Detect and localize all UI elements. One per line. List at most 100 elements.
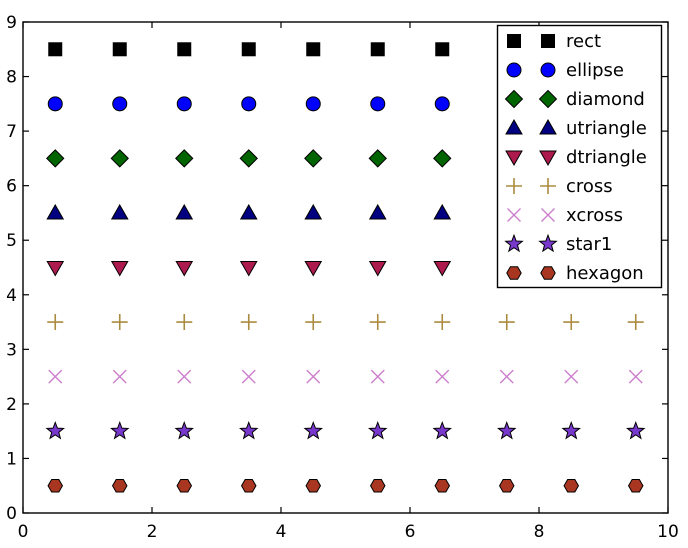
square-marker <box>435 42 450 57</box>
square-marker <box>306 42 321 57</box>
y-tick-label: 1 <box>6 449 17 469</box>
star-marker <box>432 420 452 440</box>
hexagon-marker <box>434 478 451 493</box>
triangle-up-marker <box>175 203 194 220</box>
y-tick-label: 3 <box>6 340 17 360</box>
hexagon-marker <box>305 478 322 493</box>
x-marker <box>541 208 555 222</box>
legend-entry-dtriangle: dtriangle <box>505 147 647 168</box>
series-cross <box>47 314 644 331</box>
square-marker <box>112 42 127 57</box>
plus-marker <box>540 178 556 194</box>
square-marker <box>370 42 385 57</box>
x-marker <box>241 369 256 384</box>
circle-marker <box>506 62 522 78</box>
diamond-marker <box>46 149 65 168</box>
triangle-down-marker <box>239 261 258 277</box>
y-tick-label: 9 <box>6 13 17 33</box>
legend-label: xcross <box>566 205 623 226</box>
y-tick-label: 7 <box>6 122 17 142</box>
triangle-down-marker <box>175 261 194 277</box>
legend-label: diamond <box>566 89 645 110</box>
x-marker <box>177 369 192 384</box>
x-tick-label: 0 <box>18 522 29 542</box>
legend-label: star1 <box>566 234 612 255</box>
diamond-marker <box>304 149 323 168</box>
triangle-up-marker <box>239 203 258 220</box>
triangle-up-marker <box>539 118 557 135</box>
y-tick-label: 5 <box>6 231 17 251</box>
plus-marker <box>627 314 644 331</box>
hexagon-marker <box>506 266 522 280</box>
hexagon-marker <box>627 478 644 493</box>
triangle-down-marker <box>46 261 65 277</box>
triangle-down-marker <box>505 150 523 167</box>
square-marker <box>507 34 521 48</box>
triangle-down-marker <box>539 150 557 167</box>
star-marker <box>239 420 259 440</box>
star-marker <box>497 420 517 440</box>
plus-marker <box>434 314 451 331</box>
star-marker <box>45 420 65 440</box>
star-marker <box>504 233 524 253</box>
square-marker <box>48 42 63 57</box>
legend-label: ellipse <box>566 60 624 81</box>
diamond-marker <box>504 89 524 109</box>
hexagon-marker <box>240 478 257 493</box>
y-tick-label: 0 <box>6 504 17 524</box>
legend-entry-hexagon: hexagon <box>506 263 644 284</box>
x-marker <box>507 208 521 222</box>
triangle-up-marker <box>110 203 129 220</box>
triangle-up-marker <box>505 118 523 135</box>
triangle-down-marker <box>304 261 323 277</box>
star-marker <box>561 420 581 440</box>
x-tick-label: 4 <box>276 522 287 542</box>
diamond-marker <box>175 149 194 168</box>
plus-marker <box>305 314 322 331</box>
triangle-down-marker <box>433 261 452 277</box>
circle-marker <box>305 96 321 112</box>
legend-label: rect <box>566 31 601 52</box>
circle-marker <box>176 96 192 112</box>
square-marker <box>177 42 192 57</box>
legend-entry-xcross: xcross <box>507 205 623 226</box>
series-star1 <box>45 420 646 440</box>
legend-label: dtriangle <box>566 147 647 168</box>
plus-marker <box>176 314 193 331</box>
star-marker <box>174 420 194 440</box>
hexagon-marker <box>111 478 128 493</box>
diamond-marker <box>433 149 452 168</box>
y-tick-label: 6 <box>6 177 17 197</box>
legend-label: cross <box>566 176 613 197</box>
legend-entry-star1: star1 <box>504 233 612 255</box>
legend-entry-diamond: diamond <box>504 89 645 110</box>
triangle-up-marker <box>304 203 323 220</box>
plus-marker <box>111 314 128 331</box>
triangle-down-marker <box>110 261 129 277</box>
star-marker <box>110 420 130 440</box>
legend-entry-ellipse: ellipse <box>506 60 624 81</box>
x-tick-label: 6 <box>405 522 416 542</box>
x-marker <box>306 369 321 384</box>
plus-marker <box>47 314 64 331</box>
series-hexagon <box>47 478 644 493</box>
legend-entry-utriangle: utriangle <box>505 118 647 139</box>
square-marker <box>541 34 555 48</box>
triangle-up-marker <box>368 203 387 220</box>
y-tick-label: 2 <box>6 395 17 415</box>
legend: rect ellipse diamond utriangle dtriangle cros… <box>496 24 663 289</box>
axes-frame <box>22 21 669 514</box>
legend-label: hexagon <box>566 263 644 284</box>
diamond-marker <box>538 89 558 109</box>
square-marker <box>241 42 256 57</box>
triangle-up-marker <box>46 203 65 220</box>
circle-marker <box>241 96 257 112</box>
star-marker <box>538 233 558 253</box>
legend-label: utriangle <box>566 118 647 139</box>
plus-marker <box>240 314 257 331</box>
circle-marker <box>540 62 556 78</box>
